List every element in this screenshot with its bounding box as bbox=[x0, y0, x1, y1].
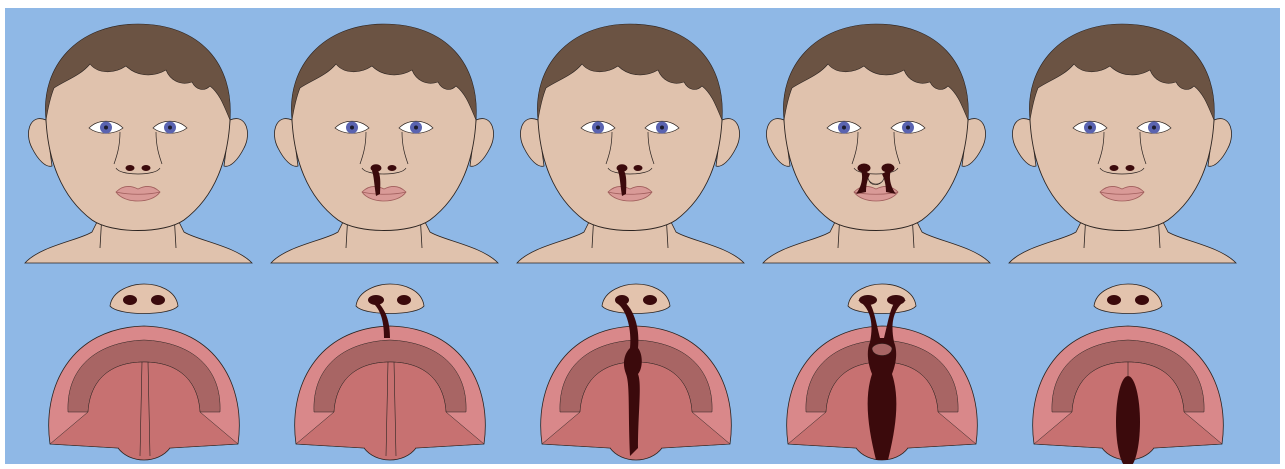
left-pupil bbox=[350, 126, 354, 130]
diagram-canvas bbox=[5, 8, 1280, 464]
right-pupil bbox=[660, 126, 664, 130]
right-nostril bbox=[1135, 295, 1149, 305]
left-nostril bbox=[126, 165, 135, 171]
premaxilla bbox=[872, 344, 892, 356]
palate-cleft bbox=[1116, 376, 1140, 464]
right-pupil bbox=[1152, 126, 1156, 130]
left-pupil bbox=[104, 126, 108, 130]
right-nostril bbox=[1126, 165, 1135, 171]
left-pupil bbox=[1088, 126, 1092, 130]
left-nostril bbox=[1110, 165, 1119, 171]
cleft-diagram bbox=[5, 8, 1280, 464]
right-nostril bbox=[142, 165, 151, 171]
left-pupil bbox=[596, 126, 600, 130]
right-nostril bbox=[397, 295, 411, 305]
right-pupil bbox=[414, 126, 418, 130]
right-nostril bbox=[634, 165, 643, 171]
right-nostril bbox=[151, 295, 165, 305]
left-nostril bbox=[1107, 295, 1121, 305]
left-pupil bbox=[842, 126, 846, 130]
left-nostril bbox=[123, 295, 137, 305]
right-nostril bbox=[643, 295, 657, 305]
right-pupil bbox=[906, 126, 910, 130]
right-pupil bbox=[168, 126, 172, 130]
right-nostril bbox=[388, 165, 397, 171]
